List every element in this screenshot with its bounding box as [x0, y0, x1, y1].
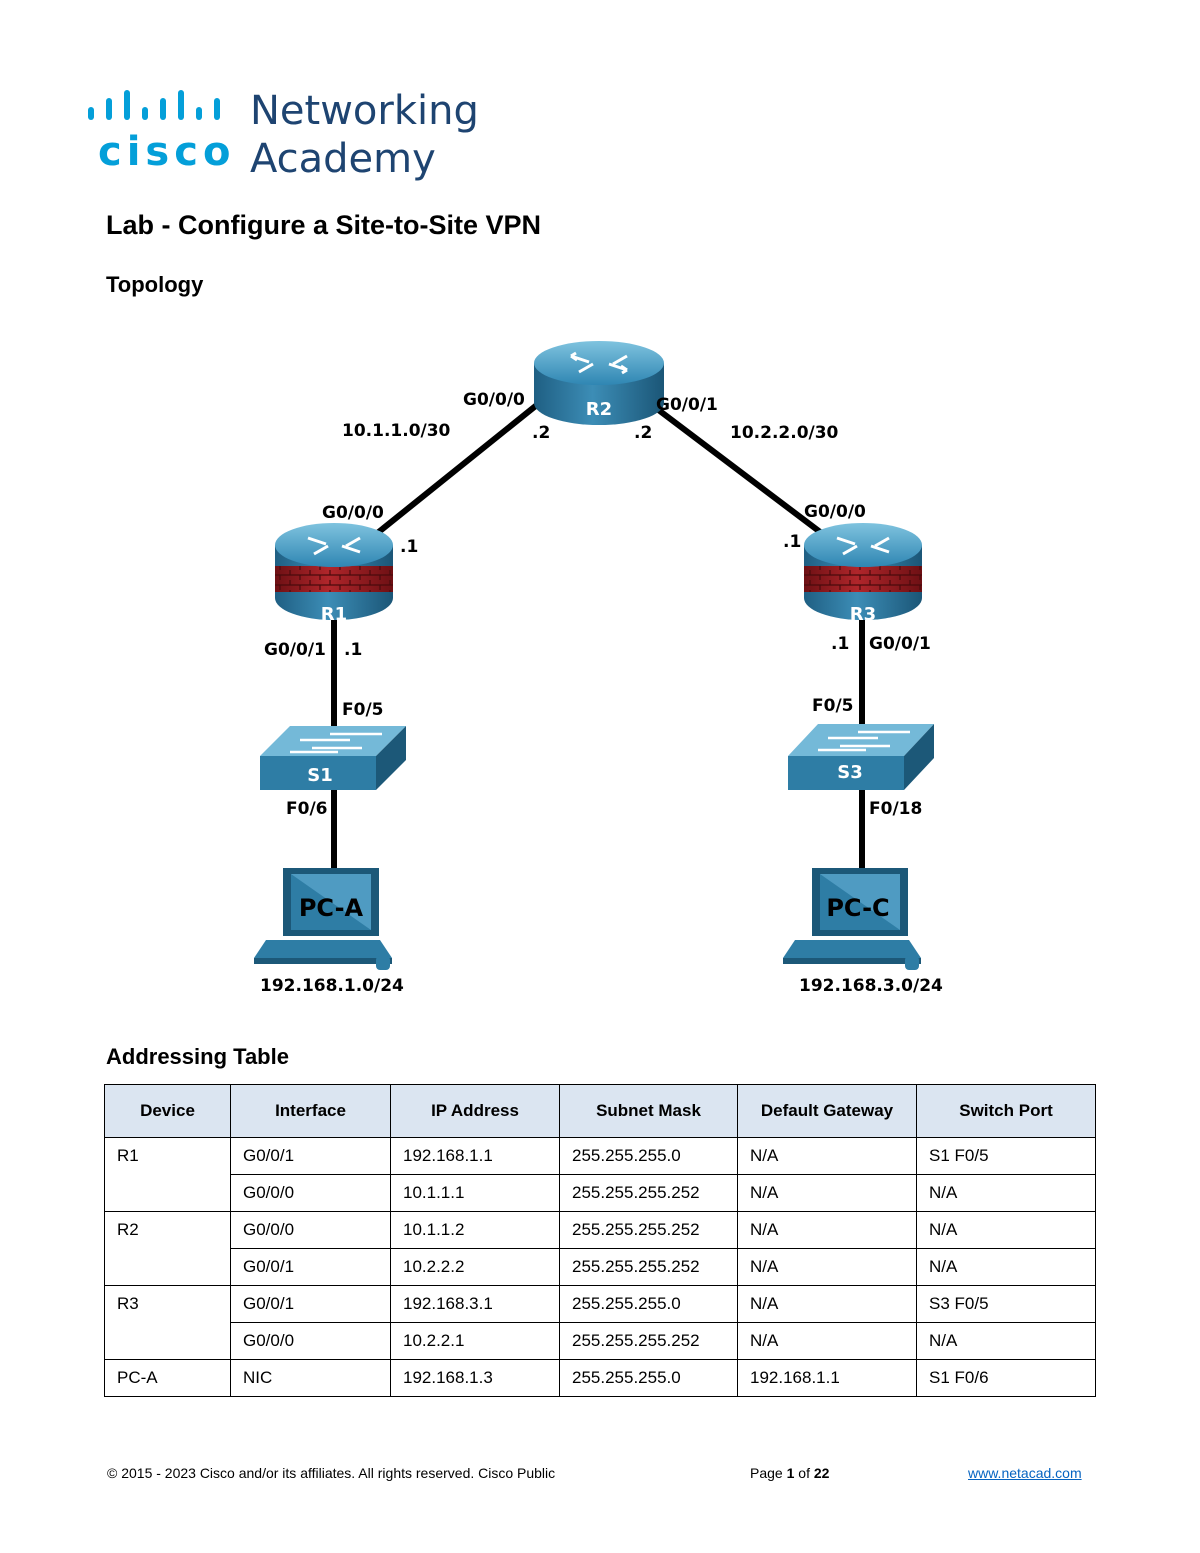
router-r2-icon: R2 [534, 341, 664, 425]
pc-c-icon: PC-C [783, 868, 921, 970]
topology-heading: Topology [106, 272, 204, 297]
r3-wan-host-label: .1 [783, 532, 801, 552]
right-lan-network-label: 192.168.3.0/24 [799, 976, 943, 996]
column-header: Switch Port [916, 1084, 1096, 1138]
column-header: Subnet Mask [559, 1084, 738, 1138]
cisco-networking-academy-logo: cisco Networking Academy [86, 88, 479, 182]
r2-right-host-label: .2 [634, 423, 652, 443]
column-header: Device [104, 1084, 231, 1138]
r2-left-host-label: .2 [532, 423, 550, 443]
switch-s3-icon: S3 [788, 724, 934, 790]
svg-text:PC-A: PC-A [299, 894, 364, 922]
column-header: Interface [230, 1084, 391, 1138]
networking-academy-text: Networking Academy [250, 88, 479, 182]
svg-text:R1: R1 [321, 604, 347, 625]
addressing-table-heading: Addressing Table [106, 1044, 289, 1069]
svg-text:S3: S3 [837, 762, 863, 783]
link-r2-r3 [637, 393, 843, 550]
table-row: G0/0/0 10.1.1.1 255.255.255.252 N/A N/A [104, 1174, 1096, 1212]
table-row: PC-A NIC 192.168.1.3 255.255.255.0 192.1… [104, 1359, 1096, 1397]
r2-right-port-label: G0/0/1 [656, 395, 718, 415]
r3-lan-port-label: G0/0/1 [869, 634, 931, 654]
netacad-link[interactable]: www.netacad.com [968, 1465, 1082, 1481]
r2-left-port-label: G0/0/0 [463, 390, 525, 410]
table-row: R1 G0/0/1 192.168.1.1 255.255.255.0 N/A … [104, 1137, 1096, 1175]
r3-wan-port-label: G0/0/0 [804, 502, 866, 522]
page-title: Lab - Configure a Site-to-Site VPN [106, 210, 542, 240]
svg-text:S1: S1 [307, 765, 333, 786]
column-header: IP Address [390, 1084, 560, 1138]
right-wan-network-label: 10.2.2.0/30 [730, 423, 839, 443]
table-row: R2 G0/0/0 10.1.1.2 255.255.255.252 N/A N… [104, 1211, 1096, 1249]
cisco-bars-icon [88, 90, 220, 120]
table-row: G0/0/1 10.2.2.2 255.255.255.252 N/A N/A [104, 1248, 1096, 1286]
svg-text:R3: R3 [850, 604, 876, 625]
s1-downlink-port-label: F0/6 [286, 799, 327, 819]
column-header: Default Gateway [737, 1084, 917, 1138]
switch-s1-icon: S1 [260, 726, 406, 790]
r1-wan-host-label: .1 [400, 537, 418, 557]
router-r1-firewall-icon: R1 [275, 523, 393, 625]
table-row: R3 G0/0/1 192.168.3.1 255.255.255.0 N/A … [104, 1285, 1096, 1323]
topology-diagram: R2 R1 R3 S1 [254, 341, 943, 996]
r1-wan-port-label: G0/0/0 [322, 503, 384, 523]
r1-lan-port-label: G0/0/1 [264, 640, 326, 660]
r3-lan-host-label: .1 [831, 634, 849, 654]
s3-uplink-port-label: F0/5 [812, 696, 853, 716]
left-wan-network-label: 10.1.1.0/30 [342, 421, 451, 441]
cisco-wordmark: cisco [98, 129, 236, 175]
addressing-table: Device Interface IP Address Subnet Mask … [104, 1084, 1096, 1397]
svg-text:R2: R2 [586, 399, 612, 420]
router-r3-firewall-icon: R3 [804, 523, 922, 625]
s1-uplink-port-label: F0/5 [342, 700, 383, 720]
table-header-row: Device Interface IP Address Subnet Mask … [104, 1084, 1096, 1138]
pc-a-icon: PC-A [254, 868, 392, 970]
r1-lan-host-label: .1 [344, 640, 362, 660]
svg-text:PC-C: PC-C [826, 894, 889, 922]
footer-copyright: © 2015 - 2023 Cisco and/or its affiliate… [107, 1465, 556, 1481]
link-r1-r2 [357, 393, 551, 550]
left-lan-network-label: 192.168.1.0/24 [260, 976, 404, 996]
footer-website-link[interactable]: www.netacad.com [968, 1465, 1082, 1481]
footer-page-number: Page 1 of 22 [750, 1465, 830, 1481]
s3-downlink-port-label: F0/18 [869, 799, 922, 819]
table-row: G0/0/0 10.2.2.1 255.255.255.252 N/A N/A [104, 1322, 1096, 1360]
